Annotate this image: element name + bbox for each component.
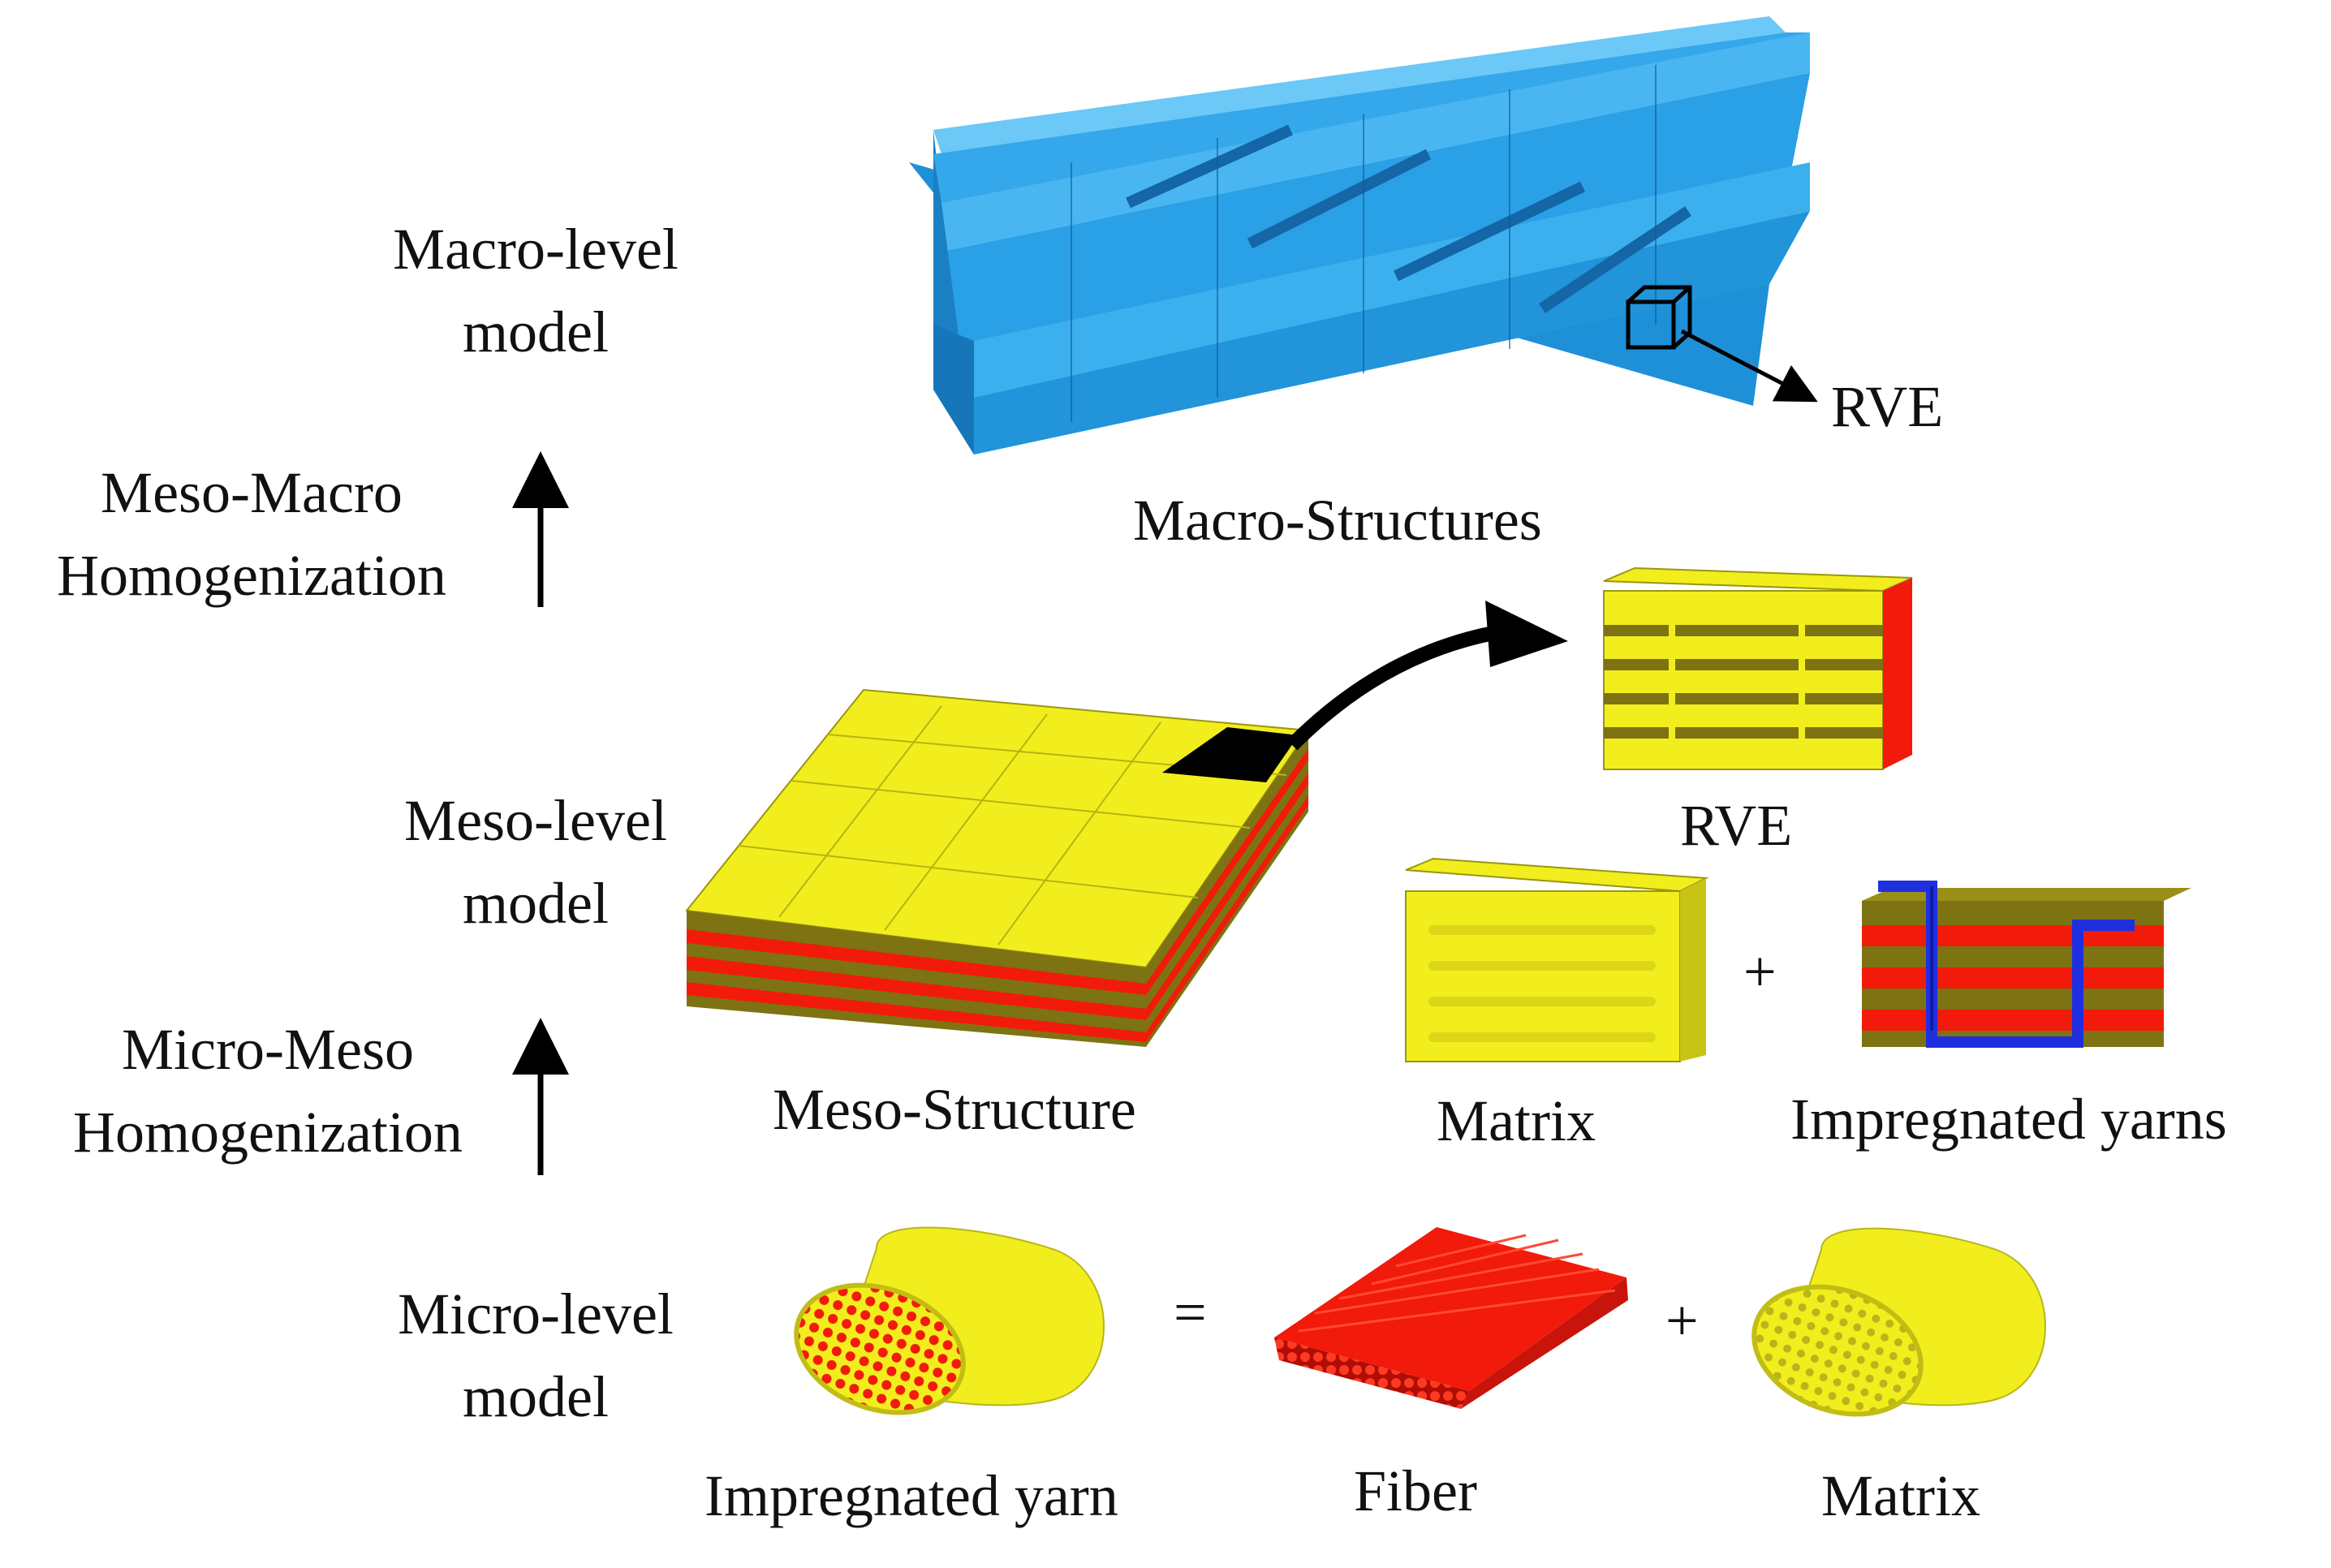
- meso-level-line2: model: [463, 871, 609, 936]
- meso-macro-line2: Homogenization: [57, 543, 446, 608]
- meso-level-label: Meso-level model: [357, 779, 714, 945]
- micro-yarn-image: [794, 1226, 1105, 1415]
- micro-meso-line1: Micro-Meso: [122, 1017, 414, 1082]
- micro-meso-line2: Homogenization: [73, 1100, 463, 1165]
- macro-rve-label: RVE: [1831, 374, 1944, 439]
- meso-to-rve-arrow: [1286, 626, 1495, 751]
- meso-macro-line1: Meso-Macro: [101, 460, 403, 525]
- micro-yarn-caption: Impregnated yarn: [704, 1463, 1118, 1528]
- meso-macro-homogenization-label: Meso-Macro Homogenization: [8, 451, 495, 617]
- micro-equals-sign: =: [1174, 1280, 1207, 1345]
- macro-level-label: Macro-level model: [349, 208, 722, 373]
- meso-matrix-image: [1405, 857, 1709, 1062]
- meso-matrix-caption: Matrix: [1437, 1088, 1596, 1153]
- meso-structure-caption: Meso-Structure: [773, 1077, 1136, 1142]
- micro-level-line2: model: [463, 1364, 609, 1429]
- micro-level-line1: Micro-level: [398, 1282, 674, 1346]
- impregnated-yarns-caption: Impregnated yarns: [1790, 1087, 2227, 1152]
- micro-meso-homogenization-label: Micro-Meso Homogenization: [24, 1008, 511, 1174]
- rve-caption: RVE: [1680, 793, 1793, 858]
- macro-structures-caption: Macro-Structures: [1133, 488, 1542, 553]
- micro-plus-sign: +: [1665, 1288, 1699, 1353]
- fiber-caption: Fiber: [1354, 1458, 1477, 1523]
- macro-level-line2: model: [463, 299, 609, 364]
- rve-image: [1603, 566, 1913, 770]
- micro-matrix-caption: Matrix: [1821, 1463, 1980, 1528]
- meso-level-line1: Meso-level: [404, 788, 667, 853]
- impregnated-yarns-image: [1862, 881, 2191, 1048]
- micro-level-label: Micro-level model: [357, 1273, 714, 1438]
- macro-structure-image: [909, 16, 1810, 454]
- meso-to-rve-arrowhead: [1485, 601, 1568, 667]
- micro-matrix-image: [1751, 1227, 2046, 1417]
- meso-structure-image: [685, 688, 1310, 1047]
- rve-pointer-arrow: [1680, 329, 1818, 403]
- macro-level-line1: Macro-level: [393, 217, 679, 282]
- meso-plus-sign: +: [1743, 939, 1777, 1004]
- rve-cube-marker: [1626, 285, 1692, 350]
- fiber-bundle-image: [1274, 1227, 1628, 1409]
